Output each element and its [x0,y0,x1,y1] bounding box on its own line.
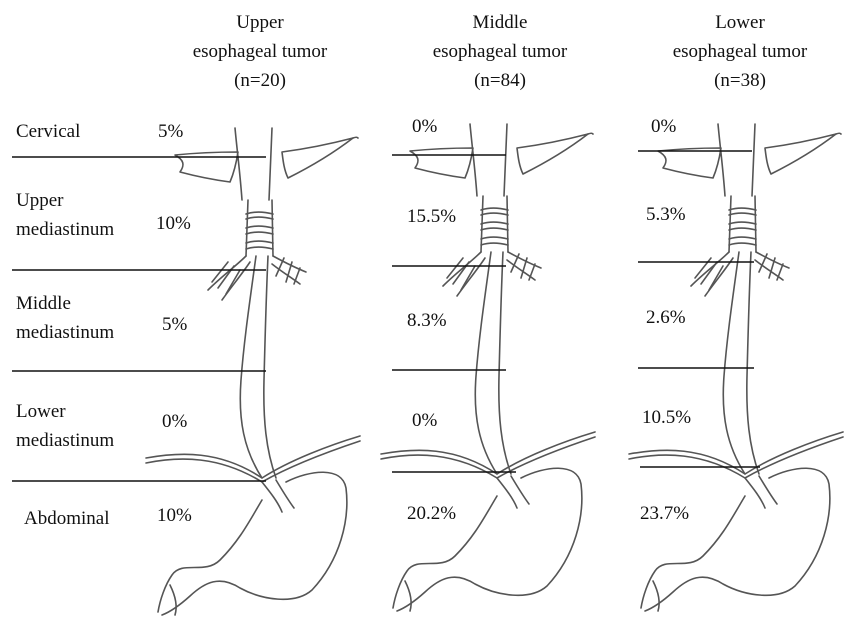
percentage-upper-cervical: 5% [158,120,183,144]
percentage-middle-cervical: 0% [412,115,437,139]
percentage-upper-abdominal: 10% [157,504,192,528]
percentage-middle-lower-mediastinum: 0% [412,409,437,433]
percentage-lower-abdominal: 23.7% [640,502,689,526]
percentage-middle-abdominal: 20.2% [407,502,456,526]
boundary-lines-upper [12,157,266,481]
percentage-middle-upper-mediastinum: 15.5% [407,205,456,229]
percentage-upper-middle-mediastinum: 5% [162,313,187,337]
percentage-lower-middle-mediastinum: 2.6% [646,306,686,330]
percentage-middle-middle-mediastinum: 8.3% [407,309,447,333]
percentage-lower-upper-mediastinum: 5.3% [646,203,686,227]
percentage-upper-upper-mediastinum: 10% [156,212,191,236]
percentage-lower-lower-mediastinum: 10.5% [642,406,691,430]
percentage-lower-cervical: 0% [651,115,676,139]
esophagus-figure-middle [381,124,595,611]
percentage-upper-lower-mediastinum: 0% [162,410,187,434]
